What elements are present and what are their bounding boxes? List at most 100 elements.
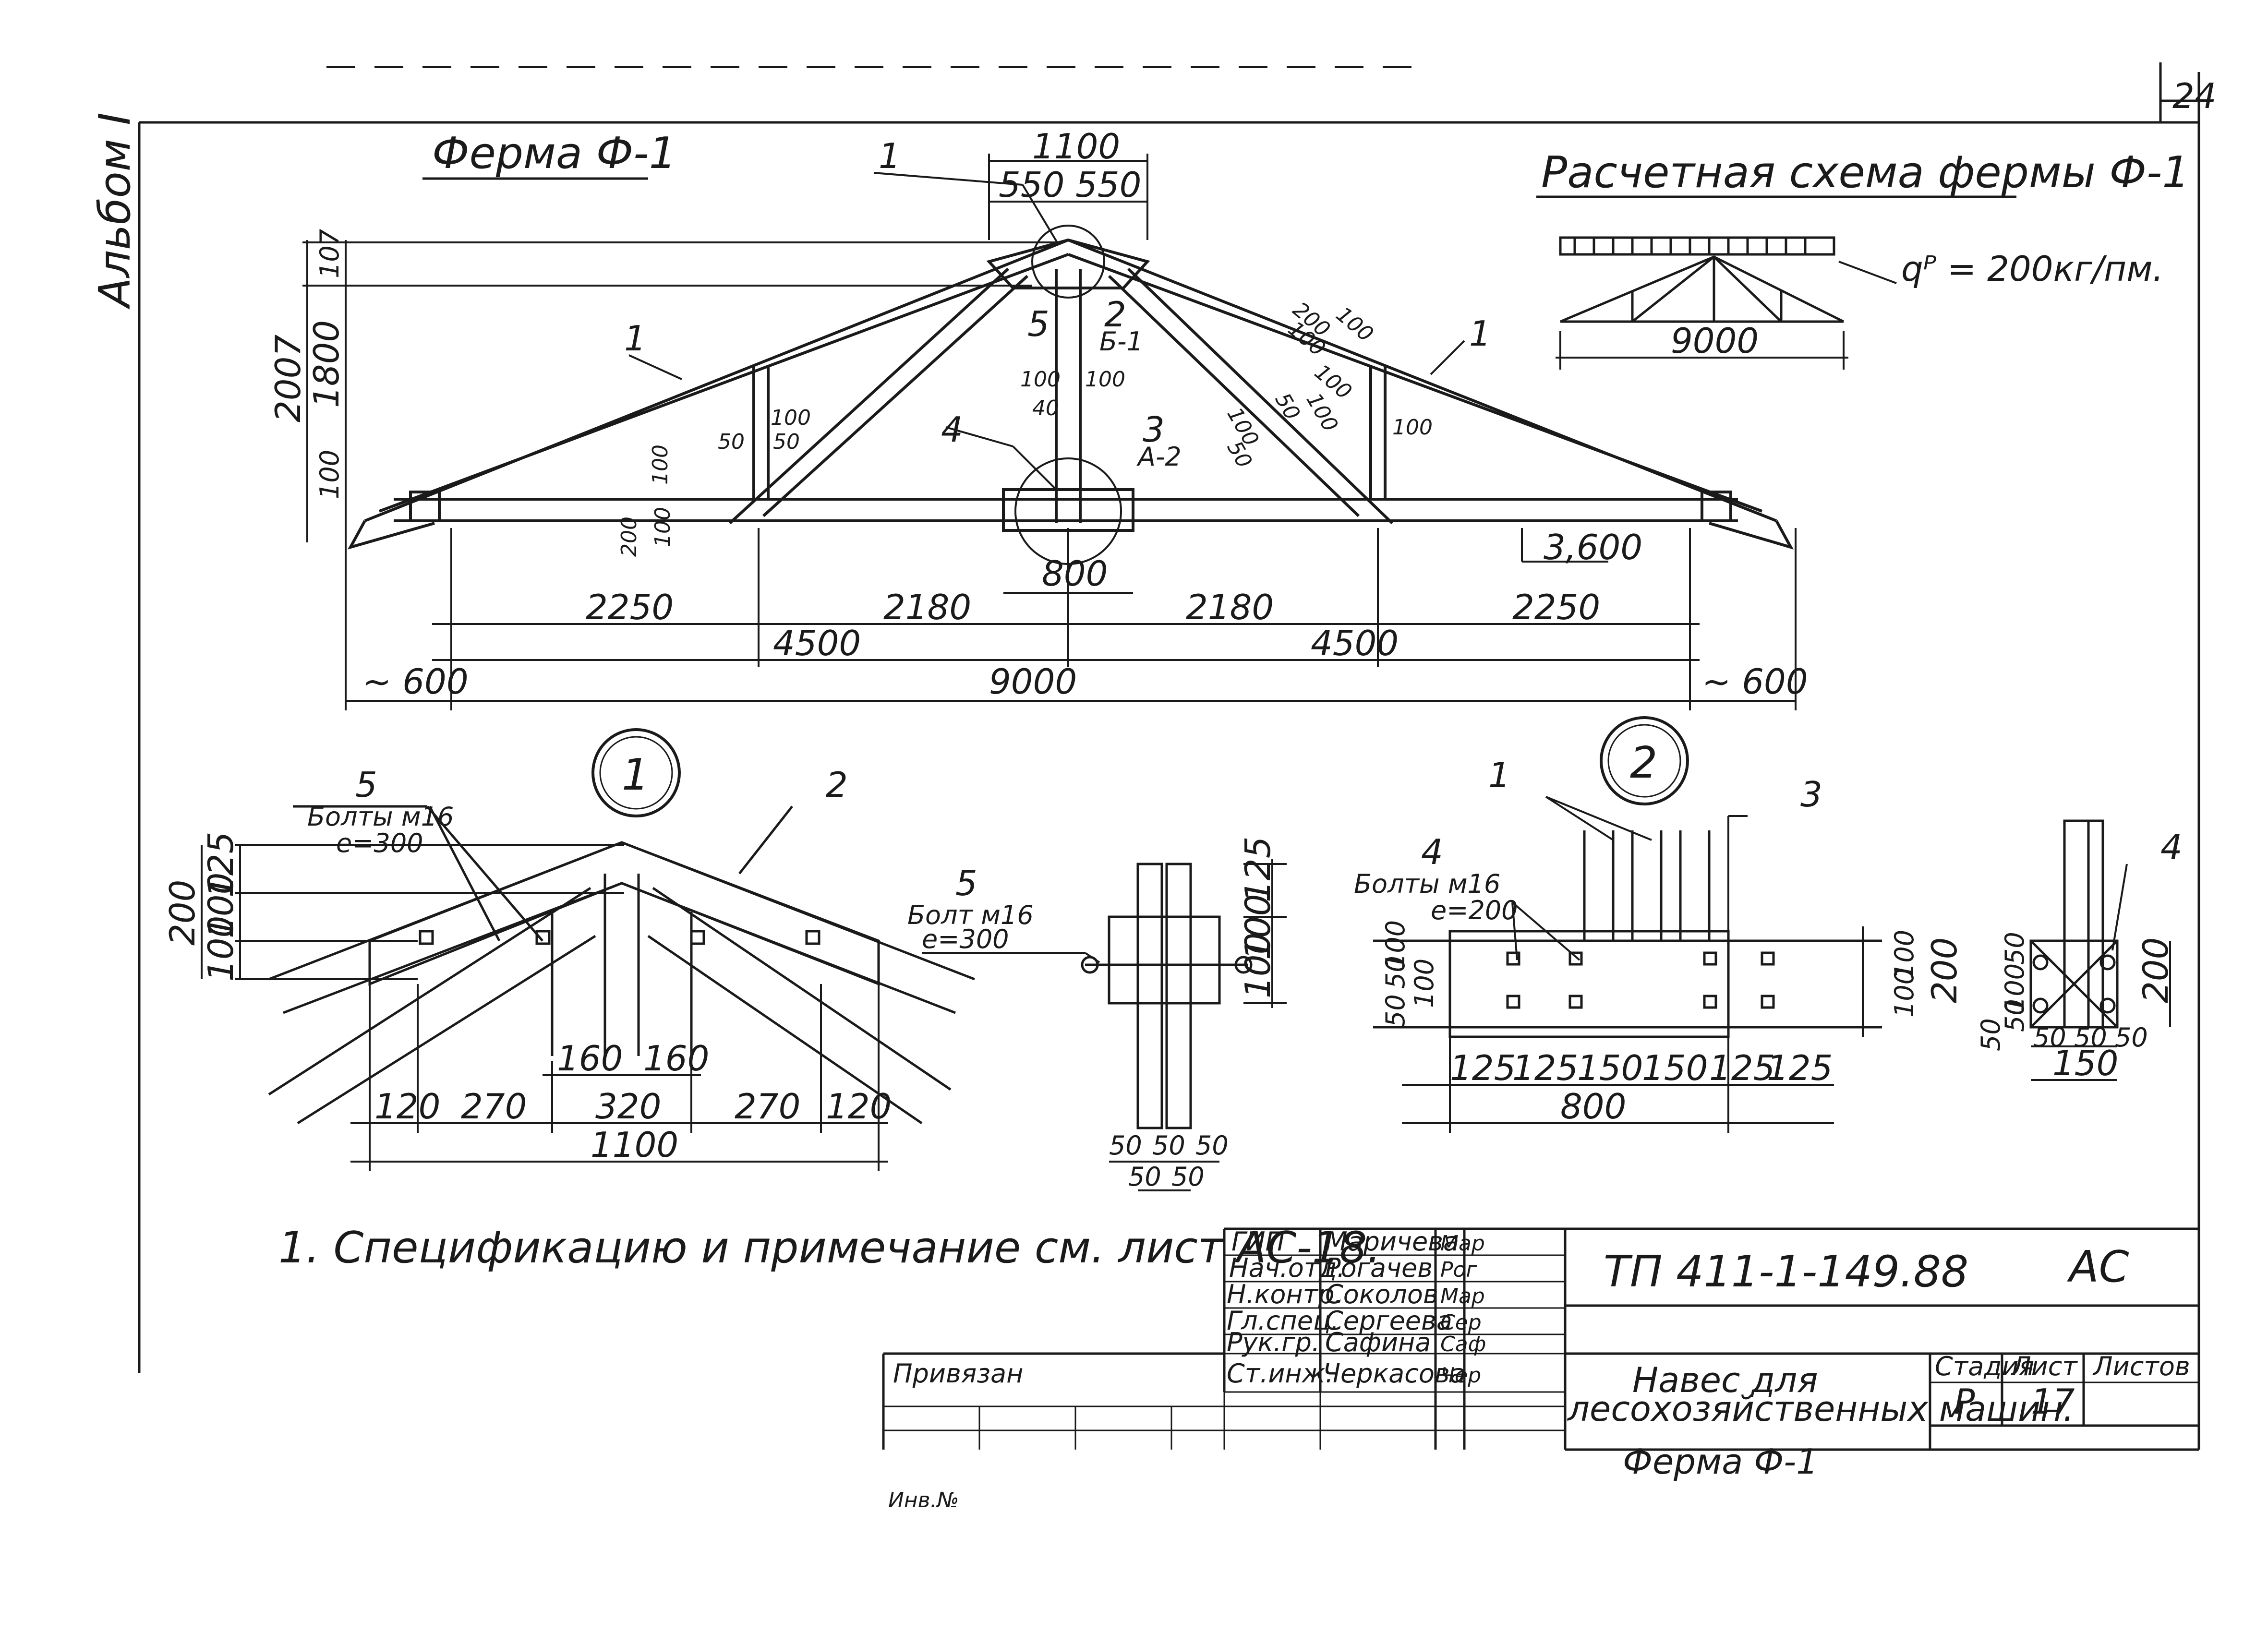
mark-3: 3	[1143, 409, 1165, 450]
header-sheet: Лист	[2011, 1351, 2078, 1381]
mark-4: 4	[941, 409, 963, 450]
size-100-c: 100	[1020, 367, 1061, 392]
size-50-d: 50	[1270, 389, 1304, 424]
value-stage: Р	[1954, 1381, 1975, 1422]
truss-title: Ферма Ф-1	[432, 128, 676, 179]
size-200-a: 200	[617, 516, 641, 557]
d2-dim-50-a: 50	[1380, 956, 1411, 989]
s5-pitch: е=300	[922, 924, 1009, 954]
dim-100-left: 100	[314, 450, 345, 499]
detail-1-circle-inner	[599, 736, 673, 810]
staff-name-5: Сафина	[1325, 1327, 1431, 1357]
d2-dim-100-d: 100	[1889, 968, 1919, 1018]
s4-dim-50-d: 50	[2033, 1022, 2066, 1053]
d1-dim-1100: 1100	[591, 1125, 678, 1165]
dim-800-node: 800	[1042, 553, 1108, 594]
d2-dim-150-b: 150	[1642, 1048, 1708, 1088]
detail-2-mark-4: 4	[1421, 832, 1443, 872]
inventory-number-label: Инв.№	[888, 1488, 959, 1512]
staff-sign-4: Сер	[1440, 1310, 1482, 1335]
size-100-b: 100	[648, 444, 673, 485]
ref-b1: Б-1	[1099, 326, 1143, 357]
value-sheet: 17	[2031, 1381, 2075, 1422]
staff-role-4: Гл.спец.	[1227, 1306, 1339, 1336]
detail-2-drawing	[1373, 796, 1882, 1133]
mark-2: 2	[1104, 294, 1126, 335]
dim-2007: 2007	[268, 335, 308, 422]
elevation-mark: 3,600	[1544, 527, 1642, 567]
title-block-grid	[882, 1227, 2199, 1451]
dim-107: 107	[314, 229, 345, 278]
dim-9000-total: 9000	[989, 661, 1077, 702]
s4-mark: 4	[2160, 827, 2183, 867]
detail-2-circle	[1600, 716, 1689, 805]
truss-elevation	[347, 225, 1794, 565]
staff-name-1: Маричева	[1325, 1226, 1459, 1257]
s5-bolt: Болт м16	[907, 900, 1034, 930]
d2-dim-125-b: 125	[1512, 1048, 1578, 1088]
detail-1-mark-2: 2	[826, 765, 848, 805]
staff-name-2: Рогачев	[1325, 1253, 1433, 1283]
staff-sign-1: Мар	[1440, 1231, 1485, 1256]
d2-dim-100-c: 100	[1889, 930, 1919, 979]
staff-sign-3: Мар	[1440, 1284, 1485, 1308]
s5-dim-50-a: 50	[1109, 1130, 1142, 1161]
dim-2180-right: 2180	[1186, 587, 1274, 627]
dim-2250-right: 2250	[1512, 587, 1600, 627]
dim-550-left: 550	[999, 165, 1064, 205]
dim-4500-left: 4500	[773, 623, 861, 663]
ref-a2: А-2	[1136, 442, 1182, 472]
dim-2250-left: 2250	[586, 587, 674, 627]
dim-4500-right: 4500	[1311, 623, 1399, 663]
d2-dim-100-b: 100	[1409, 959, 1439, 1008]
s5-dim-100-a: 100	[1238, 894, 1278, 960]
staff-sign-6: Чер	[1440, 1363, 1481, 1388]
section-4-drawing	[2029, 819, 2171, 1081]
detail-2-circle-inner	[1607, 724, 1681, 798]
d2-dim-200: 200	[1924, 937, 1965, 1003]
page-number: 24	[2172, 76, 2217, 116]
dim-1800: 1800	[306, 320, 347, 408]
privyazan-label: Привязан	[893, 1358, 1023, 1389]
staff-sign-5: Саф	[1440, 1332, 1486, 1356]
project-name-line-2: лесохозяйственных машин.	[1567, 1389, 2074, 1429]
staff-role-6: Ст.инж.	[1227, 1358, 1334, 1389]
calc-scheme-diagram	[1556, 236, 1897, 370]
detail-1-number: 1	[622, 750, 649, 800]
detail-2-mark-3: 3	[1800, 774, 1822, 815]
detail-1-pitch: е=300	[336, 828, 423, 858]
s4-dim-50-a: 50	[2000, 932, 2030, 965]
s4-dim-200: 200	[2135, 937, 2176, 1003]
s4-dim-100: 100	[2000, 963, 2030, 1013]
detail-1-drawing	[201, 805, 975, 1171]
d2-dim-125-c: 125	[1709, 1048, 1775, 1088]
mark-5: 5	[1027, 304, 1050, 344]
d2-dim-125-a: 125	[1450, 1048, 1516, 1088]
staff-name-3: Соколов	[1325, 1279, 1438, 1309]
project-name-line-1: Навес для	[1632, 1360, 1818, 1400]
title-block-staff: ГИП Маричева Мар Нач.отд. Рогачев Рог Н.…	[1227, 1226, 1486, 1389]
detail-2-mark-1: 1	[1488, 755, 1510, 795]
staff-name-6: Черкасова	[1323, 1358, 1466, 1389]
sheet-note: 1. Спецификацию и примечание см. лист АС…	[278, 1223, 1381, 1273]
dim-600-right: ~ 600	[1702, 661, 1808, 702]
section-5-drawing	[922, 859, 1287, 1191]
staff-name-4: Сергеева	[1325, 1306, 1452, 1336]
size-100-d: 100	[1085, 367, 1125, 392]
dim-600-left: ~ 600	[362, 661, 469, 702]
d1-dim-125: 125	[201, 832, 241, 898]
size-100-j: 100	[1392, 415, 1433, 440]
detail-1-circle	[591, 728, 681, 817]
s5-dim-50-c: 50	[1195, 1130, 1229, 1161]
s5-dim-100-b: 100	[1238, 933, 1278, 998]
detail-2-pitch: е=200	[1431, 895, 1518, 925]
staff-role-2: Нач.отд.	[1229, 1253, 1345, 1283]
mark-1-left: 1	[624, 318, 646, 359]
truss-dimension-texts: 1100 550 550 2007 107 1800 100 1 1 1 2 Б…	[268, 126, 1808, 702]
album-label: Альбом I	[90, 112, 140, 310]
header-stage: Стадия	[1935, 1351, 2034, 1381]
detail-1-mark-5: 5	[355, 765, 377, 805]
s5-dim-50-b: 50	[1152, 1130, 1185, 1161]
s4-dim-150: 150	[2052, 1043, 2118, 1083]
